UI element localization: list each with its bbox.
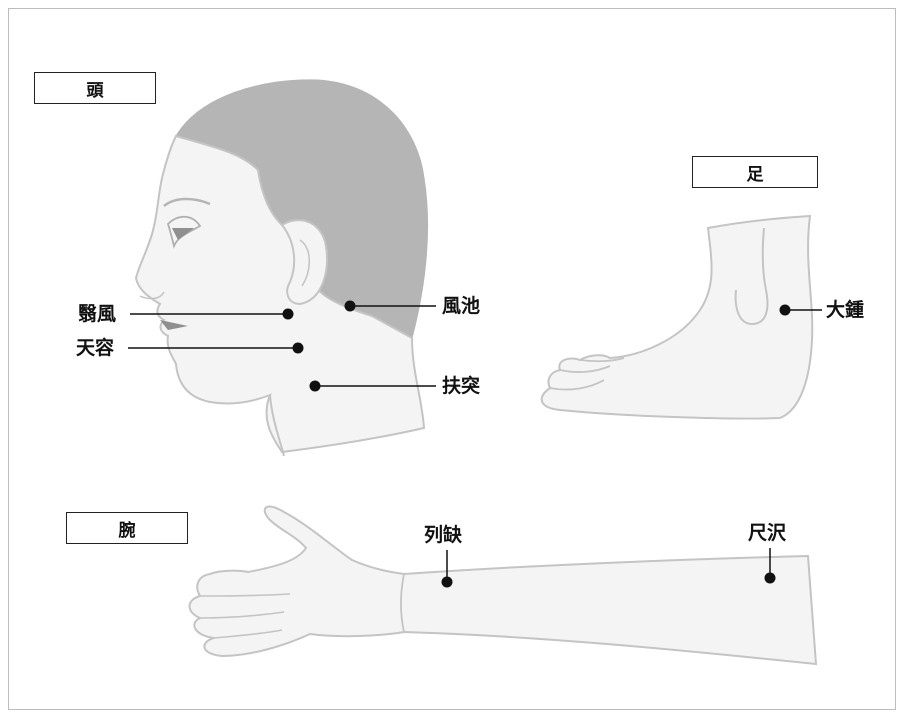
- arm-shape: [190, 507, 817, 664]
- section-label-foot: 足: [692, 156, 818, 188]
- arm-illustration: [190, 507, 817, 664]
- point-label-shakutaku: 尺沢: [748, 522, 786, 544]
- point-label-eifu: 翳風: [78, 303, 116, 325]
- point-label-rekketsu: 列缺: [424, 524, 462, 546]
- foot-illustration: [542, 216, 813, 419]
- point-label-daisho: 大鍾: [826, 299, 864, 321]
- point-label-futotsu: 扶突: [442, 375, 480, 397]
- section-label-arm: 腕: [66, 512, 188, 544]
- head-illustration: [136, 80, 428, 456]
- point-label-tenyo: 天容: [76, 337, 114, 359]
- point-label-fuchi: 風池: [442, 295, 480, 317]
- section-label-head: 頭: [34, 72, 156, 104]
- marker-rekketsu: [442, 550, 453, 588]
